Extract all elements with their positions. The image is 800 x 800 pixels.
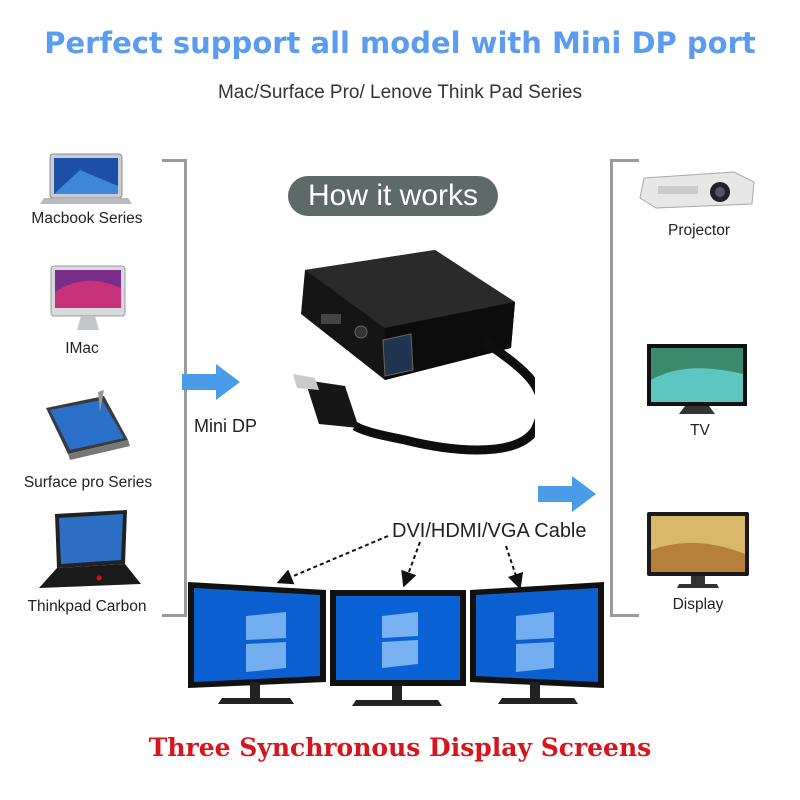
tablet-icon <box>46 390 130 460</box>
adapter-hub-icon <box>293 250 535 455</box>
left-device-imac: IMac <box>45 262 195 362</box>
left-device-macbook: Macbook Series <box>31 150 190 235</box>
three-monitors-illustration <box>188 582 604 706</box>
bottom-caption: Three Synchronous Display Screens <box>148 733 652 762</box>
device-label: Projector <box>667 222 731 239</box>
monitor-icon <box>330 590 466 706</box>
device-label: Macbook Series <box>31 210 143 227</box>
laptop-icon <box>39 510 141 588</box>
monitor-icon <box>188 582 326 704</box>
page-subtitle: Mac/Surface Pro/ Lenove Think Pad Series <box>217 82 582 103</box>
device-label: Surface pro Series <box>23 474 153 491</box>
monitor-icon <box>647 512 749 588</box>
monitor-icon <box>470 582 604 704</box>
right-device-projector: Projector <box>638 168 788 248</box>
right-device-tv: TV <box>645 340 795 450</box>
tv-icon <box>647 344 747 414</box>
device-label: TV <box>690 422 710 439</box>
left-device-thinkpad: Thinkpad Carbon <box>28 508 185 623</box>
device-label: IMac <box>65 340 99 357</box>
page-title: Perfect support all model with Mini DP p… <box>44 26 756 60</box>
arrow-right-icon <box>182 364 240 400</box>
projector-icon <box>639 171 755 209</box>
imac-icon <box>50 265 126 330</box>
left-device-surface: Surface pro Series <box>24 390 188 500</box>
how-it-works-badge: How it works <box>288 176 498 216</box>
cable-connector-lines <box>276 535 524 588</box>
right-device-display: Display <box>645 510 795 620</box>
device-label: Display <box>672 596 724 613</box>
device-label: Thinkpad Carbon <box>27 598 147 615</box>
laptop-icon <box>40 153 132 204</box>
mini-dp-label: Mini DP <box>194 416 258 436</box>
arrow-right-icon <box>538 476 596 512</box>
right-bracket <box>610 159 639 617</box>
cable-label: DVI/HDMI/VGA Cable <box>392 520 587 542</box>
